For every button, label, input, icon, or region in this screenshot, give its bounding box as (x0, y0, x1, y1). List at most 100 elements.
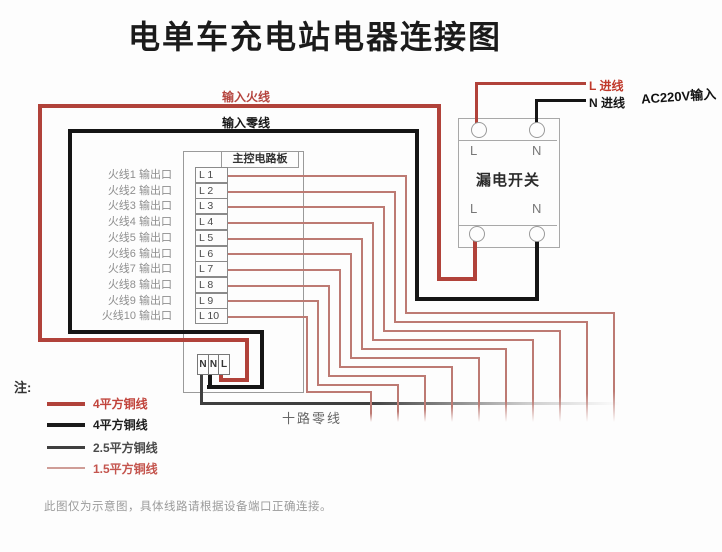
output-port-label: 火线5 输出口 (107, 231, 172, 244)
board-terminal-l5: L 5 (195, 229, 228, 246)
output-wire-l3-segment (559, 330, 561, 422)
output-wire-l5-segment (361, 238, 363, 348)
input-neutral-wire-segment (207, 385, 264, 389)
ac-live-feed-segment (475, 82, 586, 85)
board-terminal-l9: L 9 (195, 292, 228, 309)
board-terminal-l3: L 3 (195, 198, 228, 215)
input-live-wire-segment (38, 104, 42, 342)
output-wire-l2-segment (394, 321, 586, 323)
breaker-bottom-l-label: L (470, 201, 478, 216)
output-wire-l2-segment (223, 191, 394, 193)
output-wire-l6-segment (223, 253, 350, 255)
output-wire-l4-segment (223, 222, 372, 224)
legend-line-sample (47, 467, 85, 469)
breaker-terminal-circle (529, 122, 545, 138)
output-wire-l10-segment (370, 391, 372, 422)
breaker-divider (459, 225, 557, 226)
output-wire-l7-segment (339, 366, 451, 368)
breaker-name: 漏电开关 (475, 172, 540, 189)
legend-item-label: 4平方铜线 (93, 418, 148, 432)
neutral-in-label: N 进线 (589, 96, 626, 110)
footnote: 此图仅为示意图，具体线路请根据设备端口正确连接。 (44, 501, 332, 513)
ten-way-neutral-segment (200, 373, 203, 405)
output-wire-l8-segment (424, 375, 426, 422)
output-wire-l5-segment (505, 348, 507, 422)
output-wire-l7-segment (451, 366, 453, 422)
legend-item-label: 1.5平方铜线 (93, 462, 158, 476)
legend-line-sample (47, 446, 85, 449)
ten-way-neutral-label: 十路零线 (282, 411, 343, 426)
legend-line-sample (47, 423, 85, 427)
output-wire-l3-segment (383, 330, 559, 332)
input-neutral-wire-segment (68, 330, 264, 334)
main-board-title: 主控电路板 (221, 151, 299, 168)
input-neutral-label: 输入零线 (222, 116, 271, 130)
output-wire-l2-segment (394, 191, 396, 321)
output-wire-l4-segment (372, 339, 532, 341)
output-wire-l10-segment (306, 316, 308, 391)
output-wire-l3-segment (223, 206, 383, 208)
output-port-label: 火线4 输出口 (107, 216, 172, 229)
output-wire-l2-segment (586, 321, 588, 422)
ac-neutral-feed-segment (535, 99, 538, 124)
output-wire-l1-segment (613, 312, 615, 422)
input-live-wire-segment (437, 104, 441, 281)
input-live-wire-segment (38, 338, 249, 342)
output-wire-l1-segment (405, 175, 407, 312)
output-wire-l6-segment (350, 357, 478, 359)
output-wire-l8-segment (328, 375, 424, 377)
input-neutral-wire-segment (415, 129, 419, 301)
output-wire-l5-segment (361, 348, 505, 350)
output-wire-l3-segment (383, 206, 385, 330)
input-live-wire-segment (245, 338, 249, 382)
output-wire-l4-segment (372, 222, 374, 339)
legend-heading: 注: (14, 380, 32, 395)
breaker-bottom-n-label: N (532, 201, 542, 216)
legend-item-label: 4平方铜线 (93, 397, 148, 411)
breaker-divider (459, 140, 557, 141)
board-terminal-l7: L 7 (195, 261, 228, 278)
ac-neutral-feed-segment (535, 99, 586, 102)
output-wire-l7-segment (339, 269, 341, 366)
breaker-terminal-circle (471, 122, 487, 138)
output-wire-l10-segment (306, 391, 370, 393)
output-wire-l8-segment (223, 285, 328, 287)
breaker-terminal-circle (529, 226, 545, 242)
output-wire-l10-segment (223, 316, 306, 318)
input-neutral-wire-segment (68, 129, 419, 133)
board-bottom-terminal-l: L (218, 354, 230, 375)
breaker-top-l-label: L (470, 143, 478, 158)
input-live-wire-segment (219, 373, 223, 382)
output-wire-l9-segment (317, 300, 319, 384)
ten-way-neutral-segment (200, 402, 620, 405)
page-title: 电单车充电站电器连接图 (127, 19, 502, 55)
output-port-label: 火线10 输出口 (101, 310, 172, 323)
legend-line-sample (47, 402, 85, 406)
board-terminal-l2: L 2 (195, 182, 228, 199)
board-terminal-l4: L 4 (195, 214, 228, 231)
legend-item-label: 2.5平方铜线 (93, 441, 158, 455)
input-live-wire-segment (219, 378, 249, 382)
output-port-label: 火线7 输出口 (107, 263, 172, 276)
ac-input-label: AC220V输入 (640, 86, 717, 107)
output-wire-l8-segment (328, 285, 330, 375)
output-wire-l6-segment (478, 357, 480, 422)
input-neutral-wire-segment (415, 297, 539, 301)
output-wire-l9-segment (397, 384, 399, 422)
output-wire-l4-segment (532, 339, 534, 422)
output-wire-l1-segment (223, 175, 405, 177)
input-neutral-wire-segment (260, 330, 264, 389)
output-port-label: 火线2 输出口 (107, 184, 172, 197)
input-live-wire-segment (437, 277, 477, 281)
board-terminal-l8: L 8 (195, 276, 228, 293)
output-wire-l7-segment (223, 269, 339, 271)
output-port-label: 火线9 输出口 (107, 294, 172, 307)
output-wire-l1-segment (405, 312, 613, 314)
output-port-label: 火线3 输出口 (107, 200, 172, 213)
output-port-label: 火线8 输出口 (107, 278, 172, 291)
output-wire-l9-segment (223, 300, 317, 302)
board-bottom-terminal-n2: N (207, 354, 220, 375)
input-neutral-wire-segment (535, 238, 539, 301)
ac-live-feed-segment (475, 82, 478, 124)
